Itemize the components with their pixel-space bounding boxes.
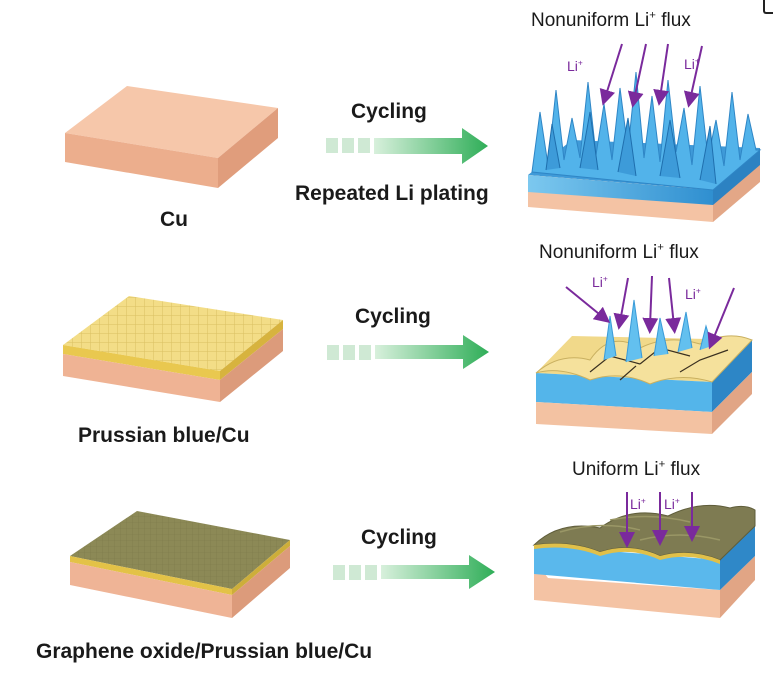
uniform-block [532, 504, 756, 618]
flux-label-2: Nonuniform Li+ flux [539, 241, 699, 263]
flux-arrows-2 [565, 275, 735, 350]
ion-label-3a: Li+ [630, 495, 646, 512]
substrate-label-3: Graphene oxide/Prussian blue/Cu [36, 640, 373, 663]
substrate-label-2: Prussian blue/Cu [78, 424, 250, 447]
dendrite-block [528, 71, 762, 222]
flux-arrows-3 [619, 492, 700, 548]
cycling-arrow-3 [333, 555, 495, 589]
flux-label-1: Nonuniform Li+ flux [531, 9, 691, 31]
ion-label-2a: Li+ [592, 273, 608, 290]
process-label-3: Cycling [361, 526, 437, 549]
prussian-blue-slab [63, 296, 283, 402]
ion-label-3b: Li+ [664, 495, 680, 512]
flux-arrows-1 [599, 43, 703, 108]
graphene-oxide-slab [70, 511, 290, 618]
flux-label-3: Uniform Li+ flux [572, 458, 701, 480]
ion-label-1a: Li+ [567, 57, 583, 74]
process-label-2: Cycling [355, 305, 431, 328]
substrate-label-1: Cu [160, 208, 188, 231]
ion-label-1b: Li+ [684, 55, 700, 72]
ion-label-2b: Li+ [685, 285, 701, 302]
process-label-1: Cycling [351, 100, 427, 123]
cu-slab [65, 86, 278, 188]
frame-corner [763, 0, 773, 14]
cracked-pb-block [535, 299, 753, 434]
process-sublabel-1: Repeated Li plating [295, 182, 489, 205]
cycling-arrow-2 [327, 335, 489, 369]
cycling-arrow-1 [326, 128, 488, 164]
